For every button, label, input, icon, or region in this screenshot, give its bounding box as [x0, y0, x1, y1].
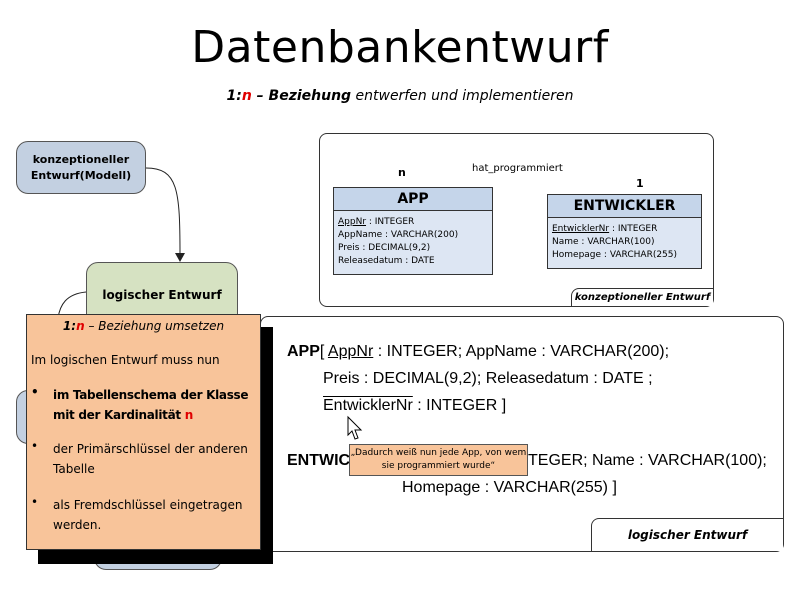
schema-app-line3: EntwicklerNr : INTEGER ] [323, 397, 506, 415]
attribute-name: Name [552, 237, 579, 247]
attribute-name: Homepage [552, 250, 602, 260]
callout-box: 1:n – Beziehung umsetzen Im logischen En… [26, 314, 261, 550]
callout-title-rest: – Beziehung umsetzen [84, 319, 225, 333]
bullet-icon: • [31, 439, 39, 453]
mouse-cursor-icon [347, 415, 363, 440]
subtitle-cardinality-one: 1: [226, 88, 242, 104]
schema-bracket: [ [319, 343, 328, 360]
bullet-text: als Fremdschlüssel eingetragen werden. [53, 498, 243, 532]
schema-app-line3-rest: : INTEGER ] [412, 397, 507, 414]
schema-app-line2: Preis : DECIMAL(9,2); Releasedatum : DAT… [323, 370, 653, 387]
attribute-type: : INTEGER [366, 217, 415, 227]
schema-app-name: APP [287, 343, 320, 360]
subtitle-cardinality-n: n [241, 88, 252, 104]
callout-bullet: • der Primärschlüssel der anderen Tabell… [31, 439, 260, 479]
attribute-name: Releasedatum [338, 256, 403, 266]
entity-app-name: APP [334, 188, 492, 211]
callout-bullet: • im Tabellenschema der Klasse mit der K… [31, 385, 260, 425]
schema-entwickler-line1-start: ENTWIC [287, 452, 350, 470]
attribute-row: AppNr : INTEGER [338, 216, 488, 229]
slide-subtitle: 1:n – Beziehung entwerfen und implementi… [0, 88, 800, 104]
schema-app-fk: EntwicklerNr [323, 397, 413, 414]
bullet-text-main: im Tabellenschema der Klasse mit der Kar… [53, 388, 249, 422]
flow-arrow-head [175, 253, 185, 262]
attribute-type: : VARCHAR(255) [601, 250, 678, 260]
callout-bullet: • als Fremdschlüssel eingetragen werden. [31, 495, 260, 535]
callout-title-one: 1: [62, 319, 77, 333]
bullet-icon: • [31, 495, 39, 509]
flow-box-konzeptionell[interactable]: konzeptioneller Entwurf(Modell) [16, 141, 146, 194]
relation-label: hat_programmiert [472, 163, 563, 174]
slide-title: Datenbankentwurf [191, 22, 609, 73]
attribute-type: : DECIMAL(9,2) [359, 243, 431, 253]
subtitle-bold: – Beziehung [251, 88, 352, 104]
entity-entwickler-attributes: EntwicklerNr : INTEGER Name : VARCHAR(10… [548, 218, 701, 267]
attribute-name: AppName [338, 230, 383, 240]
schema-entwickler-line2: Homepage : VARCHAR(255) ] [402, 479, 617, 496]
schema-entwickler-name: ENTWIC [287, 452, 351, 469]
bullet-text: der Primärschlüssel der anderen Tabelle [53, 442, 248, 476]
attribute-row: Preis : DECIMAL(9,2) [338, 242, 488, 255]
entity-app-attributes: AppNr : INTEGER AppName : VARCHAR(200) P… [334, 211, 492, 273]
attribute-type: : INTEGER [609, 224, 658, 234]
attribute-type: : DATE [402, 256, 435, 266]
schema-app-line1: APP[ AppNr : INTEGER; AppName : VARCHAR(… [287, 343, 669, 361]
attribute-row: AppName : VARCHAR(200) [338, 229, 488, 242]
cardinality-1: 1 [636, 177, 644, 190]
entity-entwickler[interactable]: ENTWICKLER EntwicklerNr : INTEGER Name :… [547, 194, 702, 269]
bullet-text: im Tabellenschema der Klasse mit der Kar… [53, 385, 260, 425]
tooltip: „Dadurch weiß nun jede App, von wem sie … [349, 444, 528, 476]
schema-entwickler-line1-rest: TEGER; Name : VARCHAR(100); [528, 452, 767, 469]
flow-arrow-line [145, 167, 181, 256]
logisch-tab-label: logischer Entwurf [591, 518, 783, 551]
subtitle-rest: entwerfen und implementieren [351, 88, 574, 104]
entity-entwickler-name: ENTWICKLER [548, 195, 701, 218]
schema-app-line1-rest: : INTEGER; AppName : VARCHAR(200); [373, 343, 670, 360]
entity-app[interactable]: APP AppNr : INTEGER AppName : VARCHAR(20… [333, 187, 493, 275]
schema-app-pk: AppNr [327, 343, 374, 360]
attribute-name: AppNr [338, 217, 367, 227]
attribute-name: EntwicklerNr [552, 224, 610, 234]
callout-intro: Im logischen Entwurf muss nun [31, 353, 220, 367]
konzeptionell-tab-label: konzeptioneller Entwurf [571, 288, 713, 306]
callout-title-n: n [76, 319, 85, 333]
attribute-name: Preis [338, 243, 360, 253]
bullet-highlight: n [184, 408, 194, 422]
attribute-row: EntwicklerNr : INTEGER [552, 223, 697, 236]
logisch-panel [260, 316, 784, 552]
attribute-row: Releasedatum : DATE [338, 255, 488, 268]
attribute-row: Name : VARCHAR(100) [552, 236, 697, 249]
cardinality-n: n [398, 166, 406, 179]
callout-title: 1:n – Beziehung umsetzen [27, 319, 260, 333]
attribute-type: : VARCHAR(100) [578, 237, 655, 247]
attribute-row: Homepage : VARCHAR(255) [552, 249, 697, 262]
attribute-type: : VARCHAR(200) [382, 230, 459, 240]
bullet-icon: • [31, 385, 39, 399]
